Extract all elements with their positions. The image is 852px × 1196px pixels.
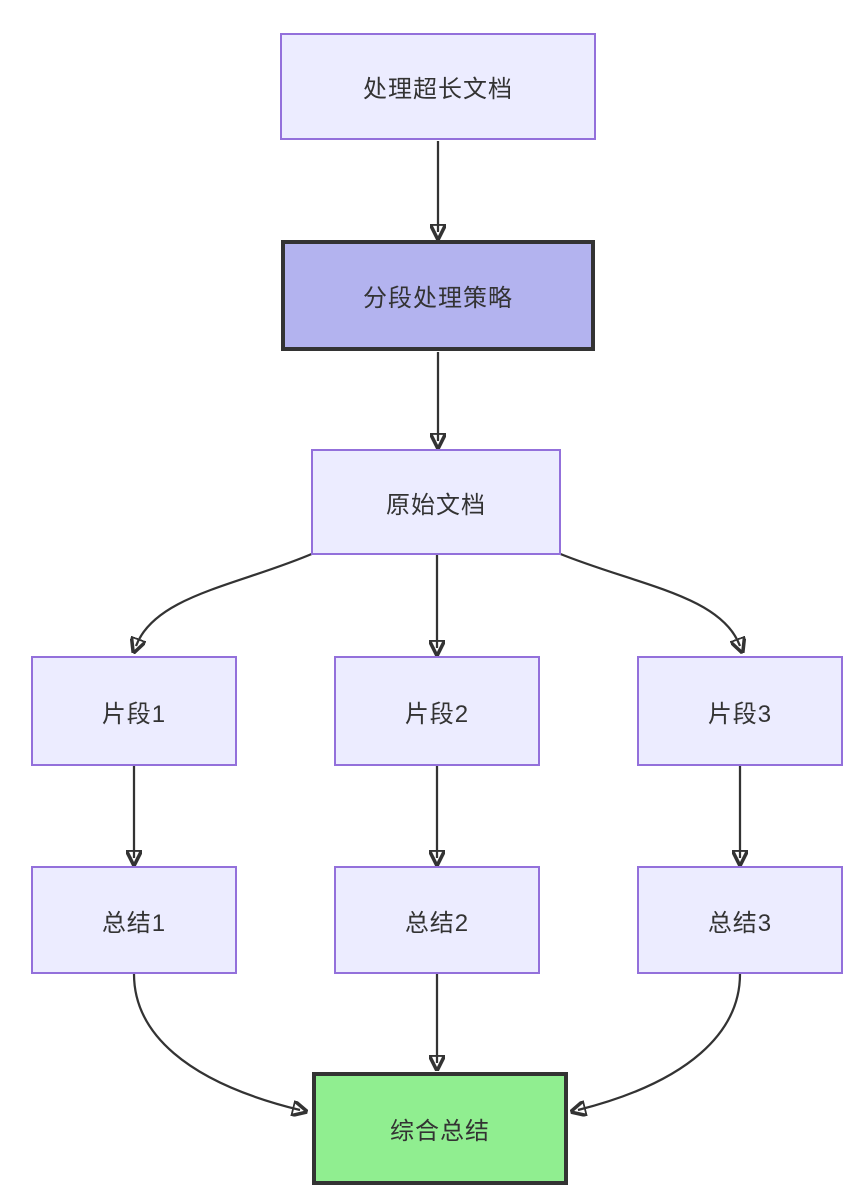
node-summary3-label: 总结3	[707, 909, 773, 937]
node-chunk2-label: 片段2	[404, 700, 470, 728]
edge-summary3-final	[578, 973, 742, 1110]
node-doc-label: 原始文档	[386, 491, 486, 519]
node-chunk3: 片段3	[637, 656, 843, 766]
edge-doc-chunk1	[136, 551, 315, 646]
node-doc: 原始文档	[311, 449, 561, 555]
node-title-label: 处理超长文档	[363, 76, 513, 103]
node-chunk1: 片段1	[31, 656, 237, 766]
node-chunk1-label: 片段1	[101, 700, 167, 728]
node-chunk2: 片段2	[334, 656, 540, 766]
edge-summary1-final	[132, 973, 300, 1110]
node-title: 处理超长文档	[280, 33, 596, 140]
edge-doc-chunk3	[557, 551, 740, 646]
node-strategy-label: 分段处理策略	[363, 285, 513, 312]
node-summary1: 总结1	[31, 866, 237, 974]
node-summary3: 总结3	[637, 866, 843, 974]
node-final: 综合总结	[312, 1072, 568, 1185]
node-summary2: 总结2	[334, 866, 540, 974]
node-strategy: 分段处理策略	[281, 240, 595, 351]
node-summary2-label: 总结2	[404, 909, 470, 937]
node-chunk3-label: 片段3	[707, 700, 773, 728]
node-final-label: 综合总结	[390, 1118, 490, 1145]
node-summary1-label: 总结1	[101, 909, 167, 937]
